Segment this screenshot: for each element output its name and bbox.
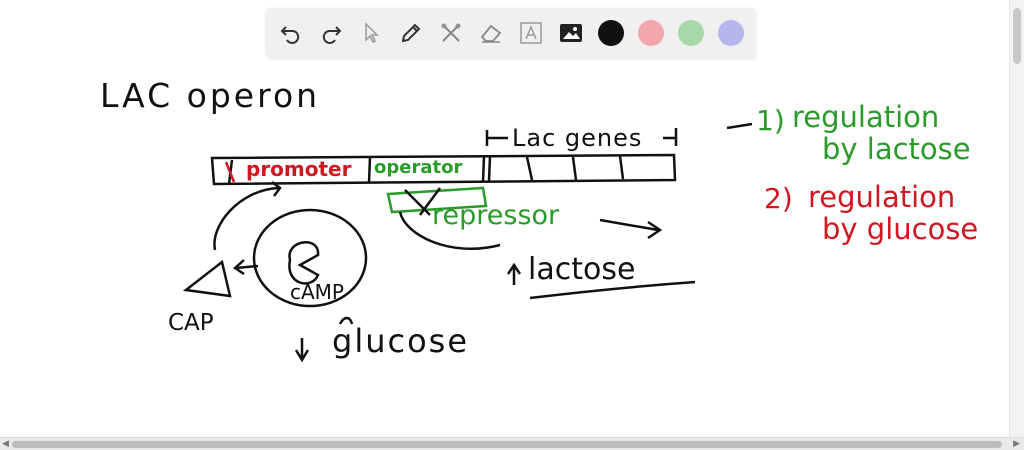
dna-divider bbox=[618, 155, 625, 180]
lactose-underline bbox=[529, 280, 696, 300]
note-dash bbox=[726, 122, 753, 130]
lactose-label: lactose bbox=[528, 252, 636, 287]
dna-divider bbox=[487, 155, 492, 182]
note1-number: 1) bbox=[756, 104, 785, 137]
cap-shape bbox=[182, 259, 232, 298]
dna-strip bbox=[210, 153, 677, 186]
vertical-scrollbar[interactable] bbox=[1009, 0, 1024, 438]
cap-to-promoter-arrow bbox=[213, 181, 282, 251]
scroll-right-icon[interactable]: ▶ bbox=[1013, 438, 1020, 448]
lac-genes-bracket-right bbox=[663, 128, 678, 146]
camp-blob bbox=[252, 208, 368, 308]
note2-line1: regulation bbox=[808, 180, 956, 214]
promoter-label: promoter bbox=[246, 157, 352, 181]
glucose-down-arrow bbox=[294, 338, 310, 363]
dna-divider bbox=[525, 156, 534, 181]
lactose-up-arrow bbox=[506, 262, 522, 285]
redo-icon[interactable] bbox=[316, 18, 346, 48]
dna-divider bbox=[481, 155, 486, 183]
camp-label: cAMP bbox=[290, 280, 344, 304]
lac-genes-bracket-left bbox=[485, 130, 508, 146]
drawing-toolbar bbox=[266, 8, 756, 58]
note1-line1: regulation bbox=[792, 100, 940, 134]
horizontal-scroll-thumb[interactable] bbox=[12, 441, 1002, 448]
promoter-mark bbox=[224, 161, 236, 183]
repressor-curve bbox=[398, 211, 501, 250]
color-black-swatch[interactable] bbox=[598, 20, 624, 46]
tools-icon[interactable] bbox=[436, 18, 466, 48]
cap-label: CAP bbox=[168, 310, 214, 336]
image-icon[interactable] bbox=[556, 18, 586, 48]
dna-divider bbox=[367, 156, 372, 184]
eraser-icon[interactable] bbox=[476, 18, 506, 48]
repressor-arrow bbox=[599, 218, 663, 240]
pointer-icon[interactable] bbox=[356, 18, 386, 48]
vertical-scroll-thumb[interactable] bbox=[1013, 8, 1021, 64]
whiteboard-canvas[interactable] bbox=[0, 0, 1024, 440]
camp-pacman bbox=[288, 241, 320, 285]
glucose-to-camp-arrow bbox=[338, 316, 354, 325]
scroll-left-icon[interactable]: ◀ bbox=[2, 438, 9, 448]
operator-label: operator bbox=[374, 157, 463, 178]
dna-divider bbox=[571, 156, 578, 181]
title-lac-operon: LAC operon bbox=[100, 76, 321, 115]
note2-line2: by glucose bbox=[822, 212, 979, 246]
undo-icon[interactable] bbox=[276, 18, 306, 48]
horizontal-scrollbar[interactable]: ◀ ▶ bbox=[0, 437, 1024, 450]
lac-genes-label: Lac genes bbox=[512, 124, 643, 152]
note1-line2: by lactose bbox=[822, 132, 971, 166]
pen-icon[interactable] bbox=[396, 18, 426, 48]
color-pink-swatch[interactable] bbox=[638, 20, 664, 46]
color-lavender-swatch[interactable] bbox=[718, 20, 744, 46]
glucose-label: glucose bbox=[332, 322, 470, 360]
text-icon[interactable] bbox=[516, 18, 546, 48]
color-green-swatch[interactable] bbox=[678, 20, 704, 46]
note2-number: 2) bbox=[764, 182, 793, 215]
repressor-cross bbox=[404, 187, 442, 216]
repressor-label: repressor bbox=[432, 200, 560, 231]
repressor-box bbox=[386, 186, 488, 214]
